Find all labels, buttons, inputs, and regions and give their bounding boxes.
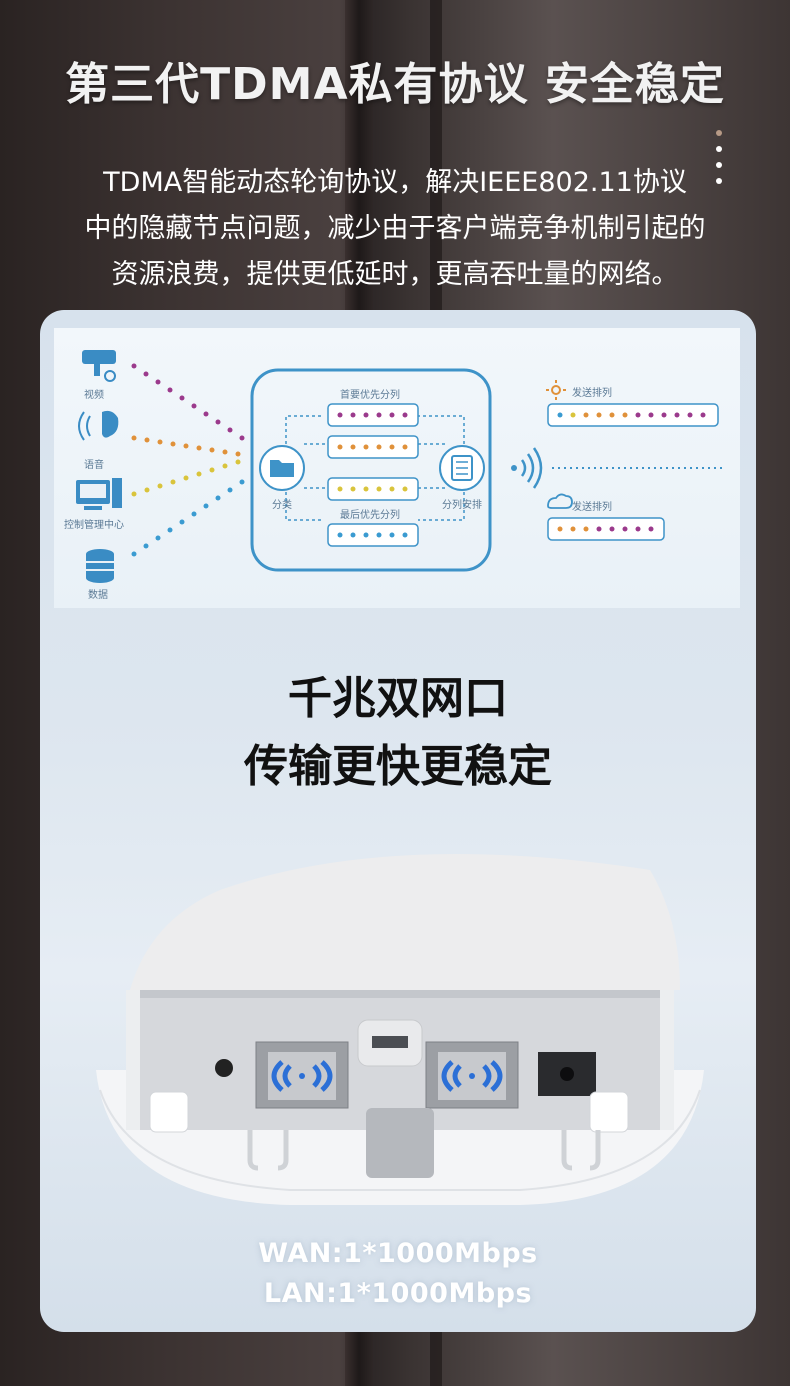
voice-icon [78,410,119,441]
queue-3 [327,477,419,501]
page-title: 第三代TDMA私有协议 安全稳定 [65,59,725,110]
label-send-bottom: 发送排列 [572,502,612,513]
cloud-icon [547,493,573,509]
description-line-1: TDMA智能动态轮询协议，解决IEEE802.11协议 [103,167,687,198]
port-signal-icon [271,1060,333,1092]
flow-video [131,363,245,441]
checklist-icon [439,445,485,491]
port-signal-icon [441,1060,503,1092]
content-card: 视频 语音 控制管理中心 数据 首要优先分列 最后优先分列 分类 分列安排 发送… [40,310,756,1332]
queue-1 [327,403,419,427]
sun-icon [546,380,566,400]
label-send-top: 发送排列 [572,388,612,399]
label-classify: 分类 [272,500,292,511]
signal-icon [511,447,543,489]
camera-icon [82,350,116,382]
label-data: 数据 [88,590,108,601]
label-control: 控制管理中心 [64,520,124,531]
computer-icon [76,478,122,510]
label-schedule: 分列安排 [442,500,482,511]
decorative-dots [716,130,724,194]
flow-control [131,459,241,497]
queue-2 [327,435,419,459]
label-queue-bottom: 最后优先分列 [340,510,400,521]
feature-title-2: 传输更快更稳定 [244,741,552,792]
description-line-2: 中的隐藏节点问题，减少由于客户端竞争机制引起的 [84,213,706,244]
flow-data [131,479,245,557]
description: TDMA智能动态轮询协议，解决IEEE802.11协议 中的隐藏节点问题，减少由… [40,160,750,298]
flow-voice [131,435,241,457]
send-row-top [547,403,719,427]
description-line-3: 资源浪费，提供更低延时，更高吞吐量的网络。 [111,259,679,290]
label-voice: 语音 [84,460,104,471]
database-icon [86,549,114,583]
label-queue-top: 首要优先分列 [340,390,400,401]
label-video: 视频 [84,390,104,401]
queue-4 [327,523,419,547]
lan-spec: LAN:1*1000Mbps [263,1278,533,1309]
send-row-bottom [547,517,665,541]
feature-title-1: 千兆双网口 [288,673,508,724]
tdma-diagram: 视频 语音 控制管理中心 数据 首要优先分列 最后优先分列 分类 分列安排 发送… [54,328,740,608]
folder-icon [259,445,305,491]
wan-spec: WAN:1*1000Mbps [258,1238,538,1269]
device-illustration [96,854,704,1205]
